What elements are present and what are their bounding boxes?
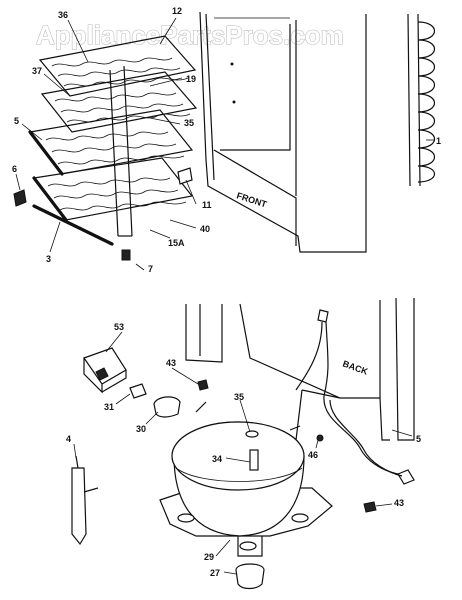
back-label: BACK [341,358,369,376]
callout-15a: 15A [168,238,185,248]
overload-protector [153,396,181,418]
callout-31: 31 [104,402,114,412]
callout-30: 30 [136,424,146,434]
compressor-grommet [235,563,265,590]
callout-43-bottom: 43 [394,498,404,508]
callout-3: 3 [46,254,51,264]
compressor [159,401,333,557]
callout-35: 35 [184,118,194,128]
grommet [197,379,209,391]
shelf-3 [28,109,194,176]
callout-11: 11 [202,200,212,210]
callout-35-bottom: 35 [234,392,244,402]
leader-lines-bottom [73,331,413,575]
relay-cover [129,383,147,399]
callout-37: 37 [32,66,42,76]
callouts-bottom: 53 43 35 31 30 34 46 5 4 43 29 27 [66,322,421,578]
shelf-4 [32,157,194,246]
wire-shelf-assembly [13,35,198,261]
callout-29: 29 [204,552,214,562]
callout-12: 12 [172,6,182,16]
leader-lines-top [15,17,434,271]
front-label: FRONT [235,190,268,209]
callout-6: 6 [12,164,17,174]
callout-7: 7 [148,264,153,274]
callout-34: 34 [212,454,222,464]
shelf-stop [13,189,27,207]
cabinet-back: BACK [185,297,415,441]
shelf-bracket [177,167,193,185]
shelf-2 [40,71,198,133]
condenser-coil [407,13,436,187]
callout-46: 46 [308,450,318,460]
filter-drier [71,455,99,546]
shelf-clip [121,249,131,261]
callout-4: 4 [66,434,71,444]
callout-5: 5 [14,116,19,126]
wiring-harness [295,309,415,485]
callout-43: 43 [166,358,176,368]
watermark: AppliancePartsPros.com [36,20,344,50]
screw [316,434,324,442]
callout-19: 19 [186,74,196,84]
callouts-top: 36 12 37 19 5 35 6 11 3 40 15A 7 1 [12,6,441,274]
relay-assembly [83,347,127,394]
callout-40: 40 [200,224,210,234]
callout-36: 36 [58,10,68,20]
callout-1: 1 [436,136,441,146]
callout-27: 27 [210,568,220,578]
bracket-clip [363,501,377,513]
callout-5-bottom: 5 [416,434,421,444]
callout-53: 53 [114,322,124,332]
